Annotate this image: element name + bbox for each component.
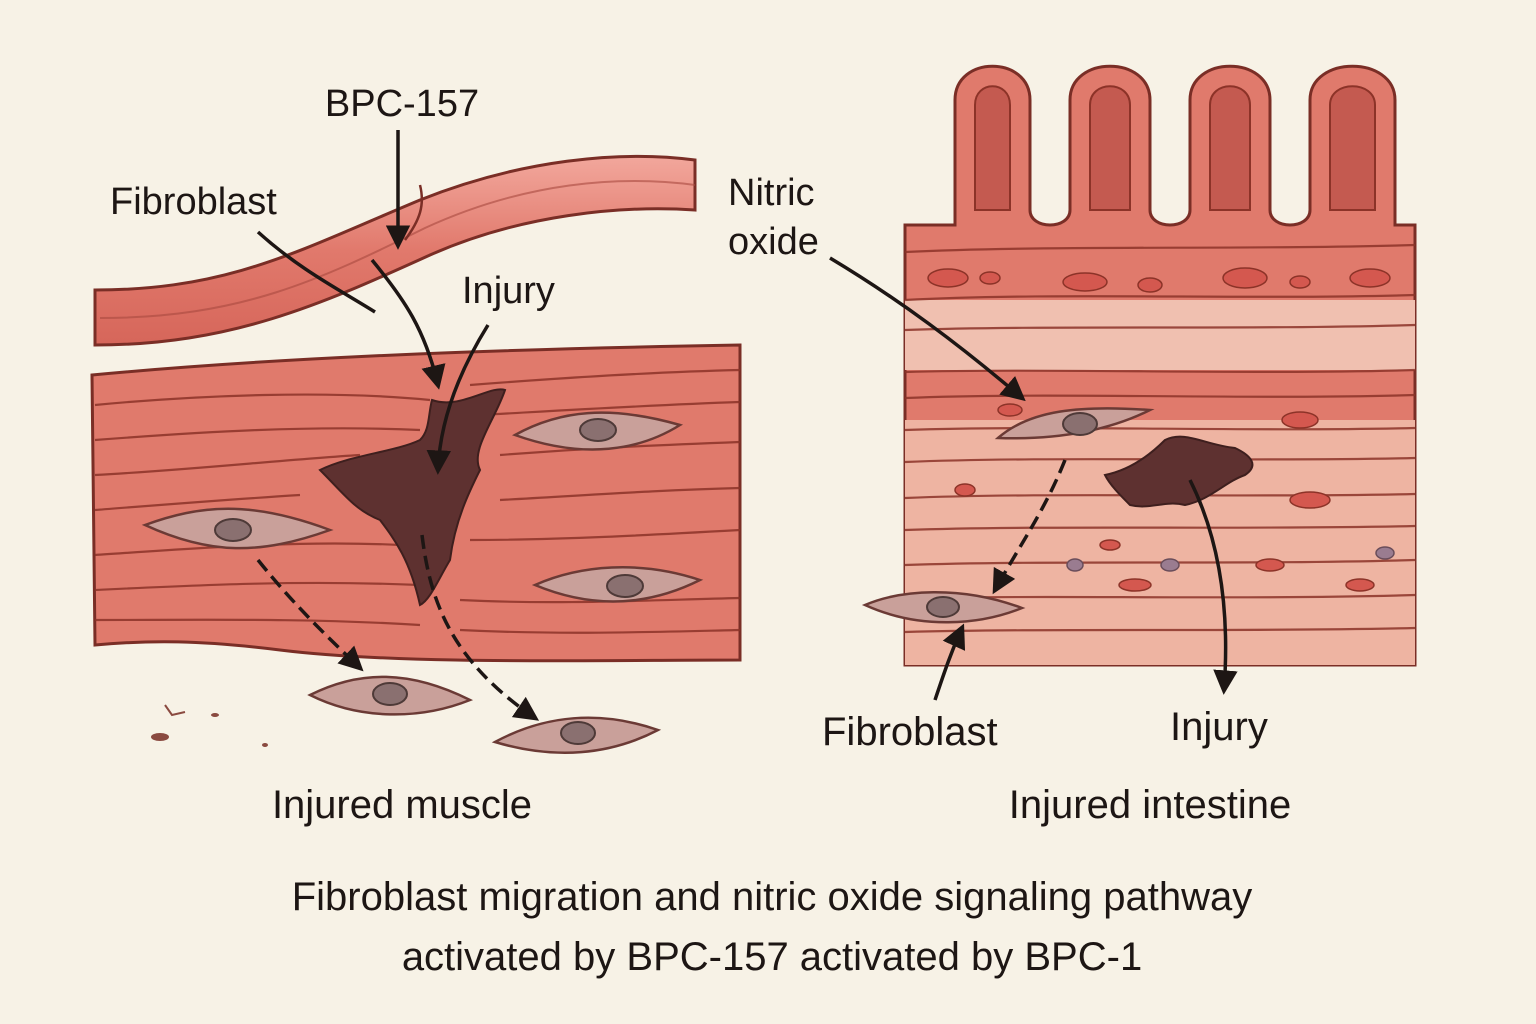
muscle-panel [90, 154, 742, 754]
intestine-injury [1103, 435, 1254, 508]
injury-label-left: Injury [462, 270, 555, 312]
caption-line-1: Fibroblast migration and nitric oxide si… [292, 875, 1253, 919]
migration-arrow [420, 534, 540, 721]
injury-label-right: Injury [1170, 705, 1268, 749]
injury-arrow [1188, 479, 1238, 695]
nitric-oxide-label-line1: Nitric [728, 172, 815, 214]
fibroblast-label-left: Fibroblast [110, 181, 277, 223]
panel-title-muscle: Injured muscle [272, 783, 532, 827]
injury-arrow [426, 324, 490, 475]
intestine-panel [903, 64, 1417, 667]
fibroblast-pointer [256, 230, 376, 314]
panel-title-intestine: Injured intestine [1009, 783, 1291, 827]
intestine-arrows [829, 256, 1238, 701]
fibroblast-arrow [933, 623, 966, 701]
muscle-injury [318, 388, 507, 607]
muscle-arrows [256, 130, 540, 721]
migrated-fibroblast [307, 675, 474, 716]
migrated-fibroblast [491, 716, 662, 754]
nitric-oxide-label-line2: oxide [728, 221, 819, 263]
nitric-oxide-arrow [829, 256, 1026, 402]
fibroblast-label-right: Fibroblast [822, 710, 998, 754]
fibroblast-cell [511, 411, 684, 451]
fibroblast-cell [531, 566, 704, 603]
migration-arrow [992, 459, 1067, 595]
bpc157-label: BPC-157 [325, 83, 479, 125]
blood-vessel [93, 154, 697, 347]
caption-line-2: activated by BPC-157 activated by BPC-1 [402, 935, 1142, 979]
fibroblast-cell [141, 507, 334, 550]
migrated-fibroblast [861, 591, 1026, 624]
migration-arrow [256, 558, 364, 672]
bpc-to-injury-arrow [370, 258, 446, 390]
fibroblast-cell [994, 407, 1155, 440]
